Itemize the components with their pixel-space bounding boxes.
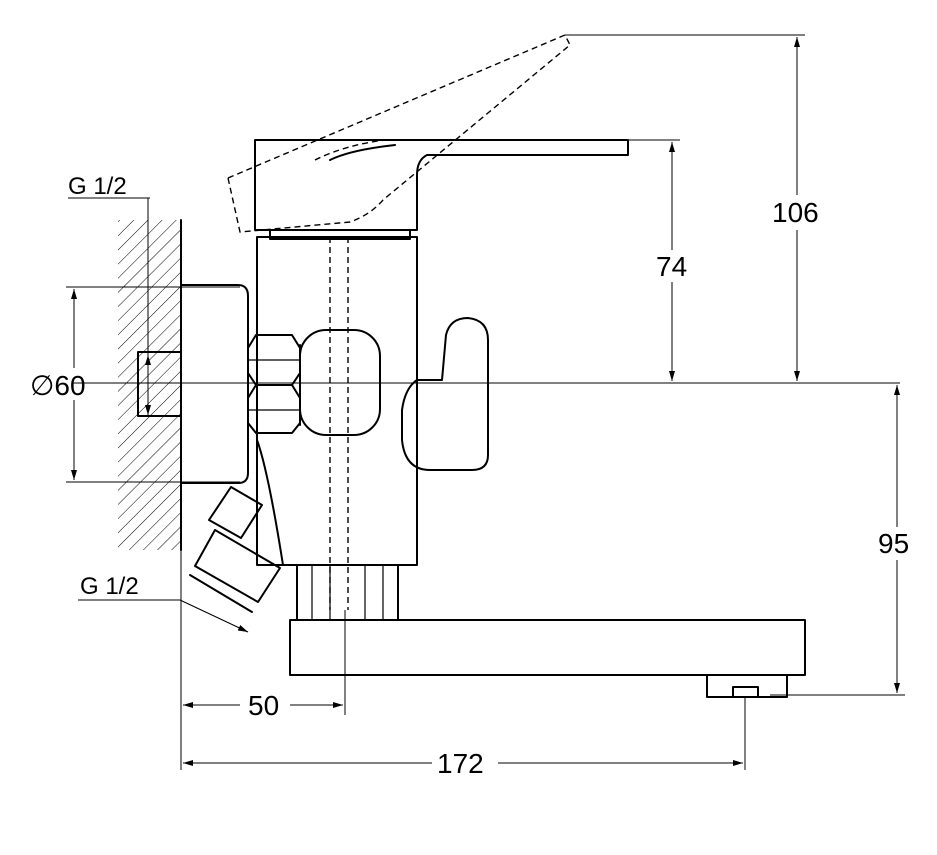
dim-50: 50 xyxy=(180,550,346,770)
thread-bottom-text: G 1/2 xyxy=(80,573,139,600)
wall-flange xyxy=(180,284,249,484)
mixer-body xyxy=(256,236,418,610)
dim-95: 95 xyxy=(770,385,909,696)
thread-label-bottom: G 1/2 xyxy=(78,573,249,633)
shower-outlet xyxy=(189,486,281,613)
inlet-pipe xyxy=(137,351,182,417)
dim-172-text: 172 xyxy=(437,748,484,779)
dim-50-text: 50 xyxy=(248,690,279,721)
dim-106: 106 xyxy=(565,34,819,381)
dim-diameter-text: ∅60 xyxy=(30,370,86,401)
hex-nut xyxy=(247,334,301,434)
wall-hatch xyxy=(118,219,182,551)
dim-74: 74 xyxy=(628,139,687,381)
dim-74-text: 74 xyxy=(656,251,687,282)
dim-106-text: 106 xyxy=(772,197,819,228)
dim-95-text: 95 xyxy=(878,528,909,559)
dim-diameter: ∅60 xyxy=(30,286,240,483)
dim-172: 172 xyxy=(183,697,746,779)
side-handle xyxy=(401,317,489,471)
spout xyxy=(289,619,806,698)
thread-top-text: G 1/2 xyxy=(68,173,127,200)
thread-label-top: G 1/2 xyxy=(68,173,151,416)
lever-top xyxy=(227,34,629,240)
